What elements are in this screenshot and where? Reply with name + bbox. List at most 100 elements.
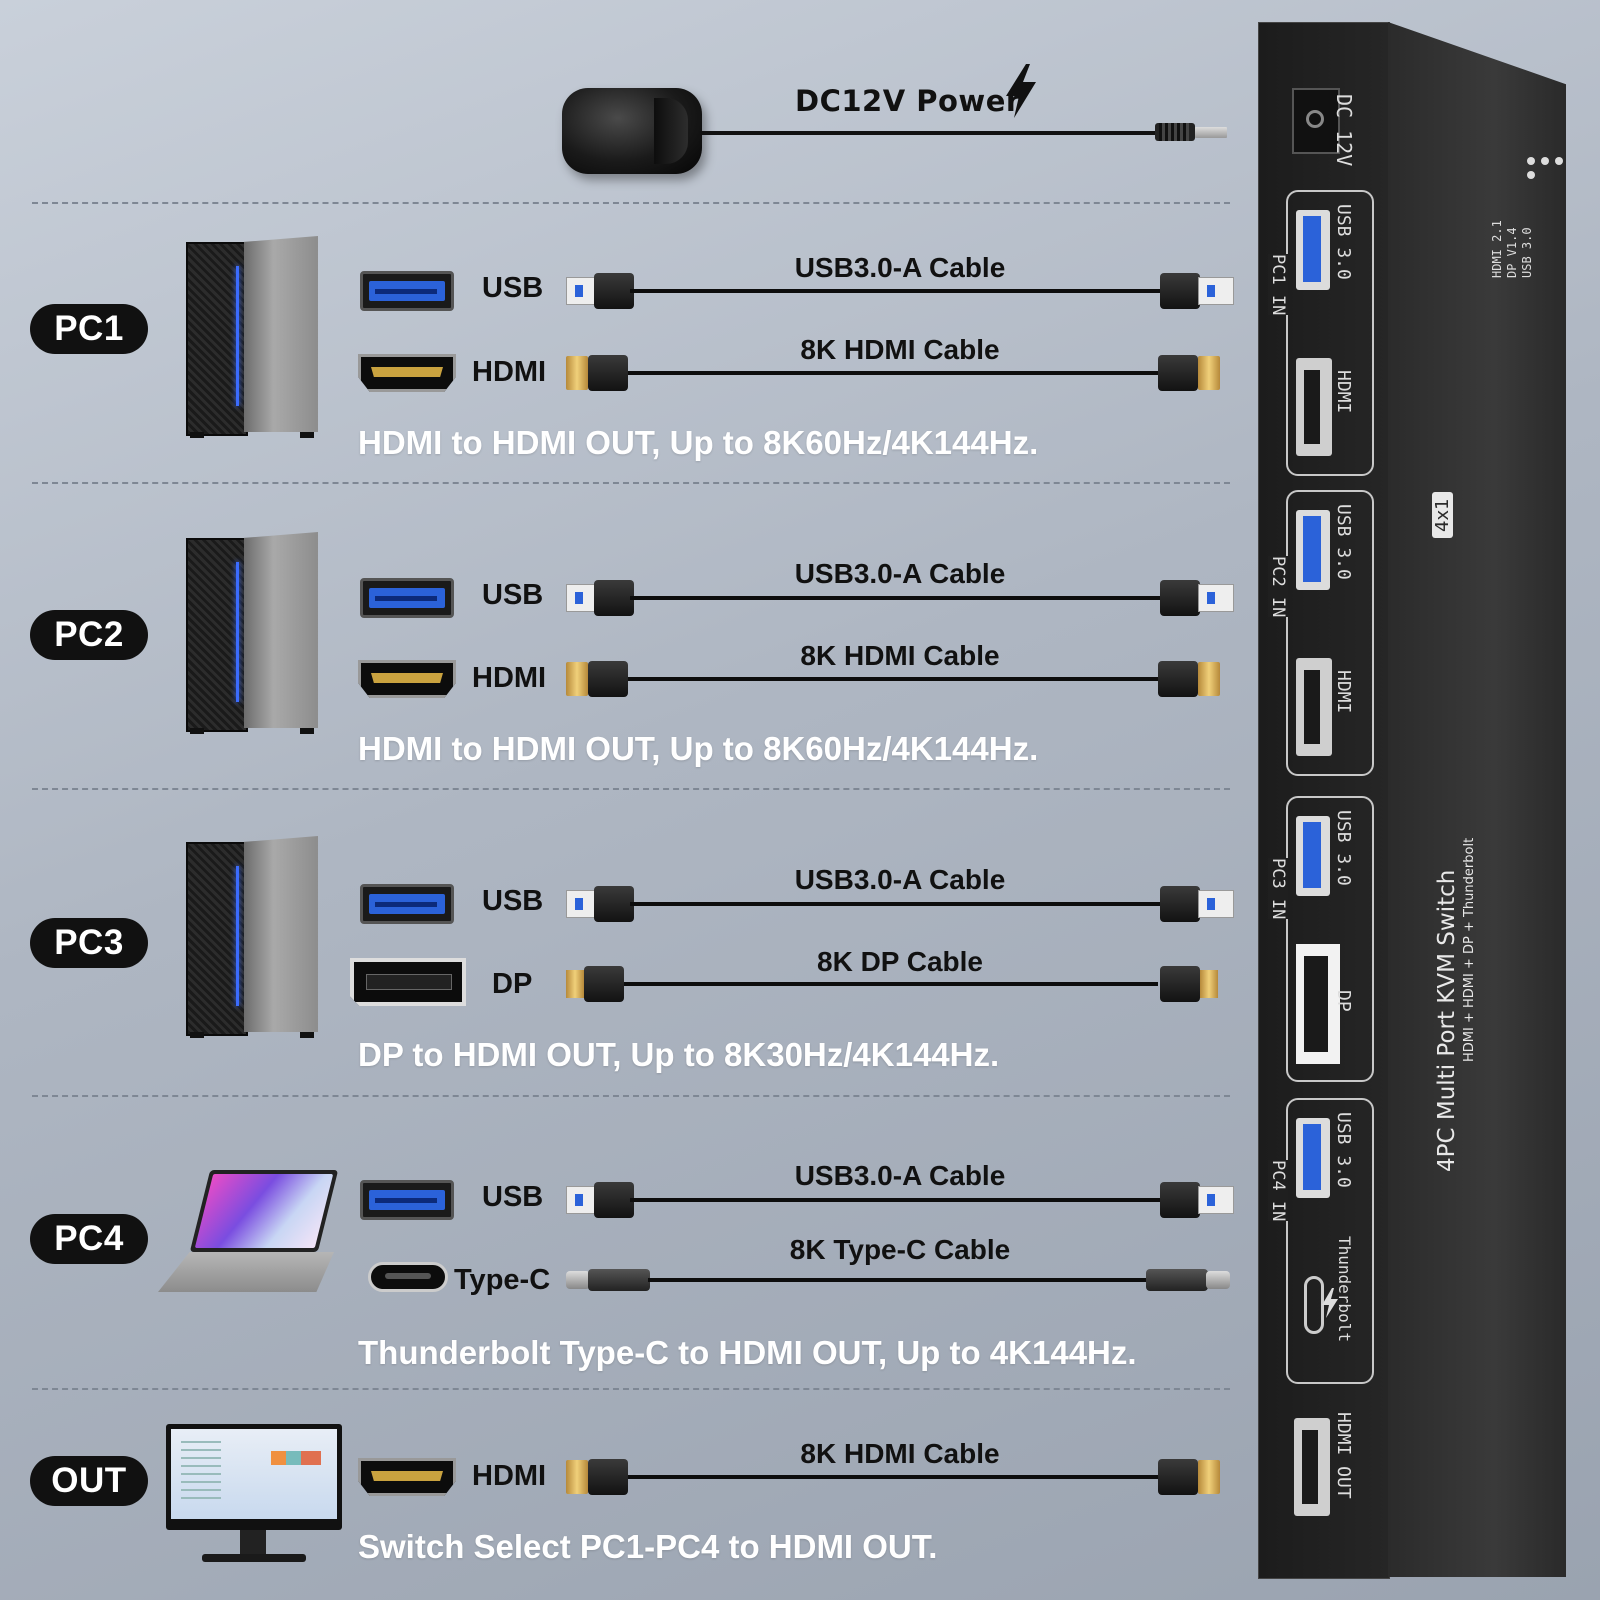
pc3-dp-cable <box>624 982 1158 986</box>
pc2-hdmi-label: HDMI <box>472 662 547 694</box>
dp-plug-boot <box>1160 966 1200 1002</box>
pc2-hdmi-port-label: HDMI <box>1333 670 1354 714</box>
model-badge: 4x1 <box>1432 492 1453 538</box>
divider <box>32 482 1230 484</box>
pc2-hdmi-port-icon <box>358 660 456 698</box>
pc4-usb-cable-label: USB3.0-A Cable <box>794 1160 1006 1191</box>
dc-12v-label: DC 12V <box>1332 94 1356 167</box>
pc1-hdmi-cable <box>628 371 1158 375</box>
usb-plug-icon <box>1198 890 1234 918</box>
hdmi-out-port-icon <box>1294 1418 1330 1516</box>
hdmi-plug-boot <box>588 355 628 391</box>
pc2-caption: HDMI to HDMI OUT, Up to 8K60Hz/4K144Hz. <box>358 730 1039 767</box>
pc2-usb-cable <box>630 596 1160 600</box>
dp-plug-boot <box>584 966 624 1002</box>
dp-port-icon <box>1296 944 1340 1064</box>
typec-plug-icon <box>566 1271 590 1289</box>
dc-power-jack <box>1292 88 1340 154</box>
pc1-usb-port-label: USB 3.0 <box>1333 204 1354 280</box>
spec-line: HDMI 2.1 <box>1490 220 1504 278</box>
pc3-dp-cable-label: 8K DP Cable <box>817 946 983 977</box>
switch-top-panel <box>1388 22 1566 1577</box>
spec-line: USB 3.0 <box>1520 227 1534 278</box>
pc2-in-port-group <box>1286 490 1374 776</box>
usb-plug-icon <box>1198 277 1234 305</box>
pc2-hdmi-cable <box>628 677 1158 681</box>
lightning-icon <box>1006 64 1036 118</box>
out-badge: OUT <box>30 1456 148 1506</box>
pc1-usb-label: USB <box>482 272 544 304</box>
pc3-usb-cable <box>630 902 1160 906</box>
out-hdmi-cable <box>628 1475 1158 1479</box>
dp-plug-icon <box>566 970 584 998</box>
divider <box>32 1095 1230 1097</box>
power-adapter <box>562 88 702 174</box>
usb-plug-boot <box>594 580 634 616</box>
typec-plug-boot <box>588 1269 650 1291</box>
hdmi-plug-boot <box>588 1459 628 1495</box>
monitor <box>166 1424 342 1564</box>
usb-port-icon <box>1296 1118 1330 1198</box>
dc-barrel-plug <box>1195 127 1227 138</box>
usb-plug-icon <box>1198 1186 1234 1214</box>
pc4-typec-cable <box>648 1278 1148 1282</box>
pc3-dp-port-icon <box>350 958 466 1006</box>
pc2-hdmi-cable-label: 8K HDMI Cable <box>800 640 1000 671</box>
pc2-usb-label: USB <box>482 579 544 611</box>
pc1-usb-port-icon <box>360 271 454 311</box>
pc2-usb-cable-label: USB3.0-A Cable <box>794 558 1006 589</box>
pc4-in-label: PC4 IN <box>1268 1160 1288 1222</box>
pc1-usb-cable <box>630 289 1160 293</box>
out-caption: Switch Select PC1-PC4 to HDMI OUT. <box>358 1528 938 1565</box>
pc1-hdmi-cable-label: 8K HDMI Cable <box>800 334 1000 365</box>
switch-subtitle: HDMI + HDMI + DP + Thunderbolt <box>1462 837 1477 1062</box>
pc1-caption: HDMI to HDMI OUT, Up to 8K60Hz/4K144Hz. <box>358 424 1039 461</box>
pc3-usb-port-icon <box>360 884 454 924</box>
pc3-badge: PC3 <box>30 918 148 968</box>
out-hdmi-port-icon <box>358 1458 456 1496</box>
spec-line: DP V1.4 <box>1505 227 1519 278</box>
pc2-usb-port-icon <box>360 578 454 618</box>
pc2-badge: PC2 <box>30 610 148 660</box>
usb-port-icon <box>1296 816 1330 896</box>
usb-plug-boot <box>594 1182 634 1218</box>
hdmi-plug-icon <box>1198 356 1220 390</box>
power-cable <box>700 131 1158 135</box>
typec-plug-boot <box>1146 1269 1208 1291</box>
switch-title: 4PC Multi Port KVM Switch <box>1434 869 1460 1172</box>
status-leds <box>1524 154 1568 182</box>
pc1-hdmi-port-icon <box>358 354 456 392</box>
hdmi-plug-boot <box>1158 661 1198 697</box>
hdmi-port-icon <box>1296 658 1332 756</box>
pc4-in-port-group <box>1286 1098 1374 1384</box>
hdmi-plug-boot <box>1158 1459 1198 1495</box>
pc3-dp-label: DP <box>492 968 533 1000</box>
pc1-hdmi-port-label: HDMI <box>1333 370 1354 414</box>
hdmi-out-label: HDMI OUT <box>1333 1412 1354 1499</box>
pc3-caption: DP to HDMI OUT, Up to 8K30Hz/4K144Hz. <box>358 1036 1000 1073</box>
pc2-in-label: PC2 IN <box>1268 556 1288 618</box>
pc4-typec-label: Type-C <box>454 1264 551 1296</box>
pc4-usb-label: USB <box>482 1181 544 1213</box>
pc3-usb-port-label: USB 3.0 <box>1333 810 1354 886</box>
divider <box>32 202 1230 204</box>
power-cable-ferrule <box>1155 123 1195 141</box>
usb-port-icon <box>1296 510 1330 590</box>
usb-plug-boot <box>1160 580 1200 616</box>
hdmi-plug-icon <box>1198 1460 1220 1494</box>
pc1-badge: PC1 <box>30 304 148 354</box>
out-hdmi-label: HDMI <box>472 1460 547 1492</box>
usb-port-icon <box>1296 210 1330 290</box>
pc2-usb-port-label: USB 3.0 <box>1333 504 1354 580</box>
pc4-laptop <box>154 1170 340 1300</box>
kvm-switch: DC 12V USB 3.0 HDMI PC1 IN USB 3.0 HDMI … <box>1258 22 1568 1579</box>
pc3-usb-cable-label: USB3.0-A Cable <box>794 864 1006 895</box>
pc4-badge: PC4 <box>30 1214 148 1264</box>
usb-plug-boot <box>1160 273 1200 309</box>
usb-plug-boot <box>1160 886 1200 922</box>
pc4-usb-cable <box>630 1198 1160 1202</box>
pc4-usb-port-label: USB 3.0 <box>1333 1112 1354 1188</box>
divider <box>32 788 1230 790</box>
pc1-in-label: PC1 IN <box>1268 254 1288 316</box>
usb-plug-boot <box>1160 1182 1200 1218</box>
